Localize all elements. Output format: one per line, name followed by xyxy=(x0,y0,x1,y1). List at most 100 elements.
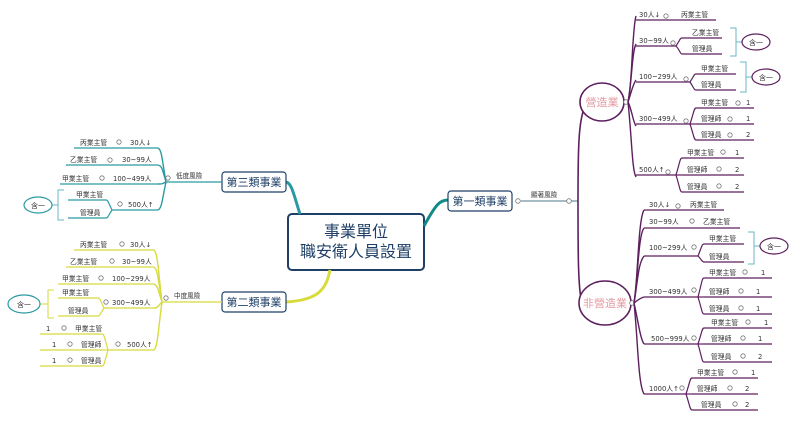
svg-text:30人↓: 30人↓ xyxy=(130,139,151,147)
svg-text:30人↓: 30人↓ xyxy=(639,11,660,19)
nm-row-30-99: 30~99人 乙業主管 xyxy=(644,217,740,229)
svg-text:1: 1 xyxy=(46,325,50,333)
svg-text:1000人↑: 1000人↑ xyxy=(649,385,679,393)
cat3-risk-dot[interactable] xyxy=(165,175,171,181)
svg-text:管理員: 管理員 xyxy=(68,306,89,315)
svg-text:1: 1 xyxy=(52,341,56,349)
svg-text:30~99人: 30~99人 xyxy=(649,218,679,226)
svg-text:管理員: 管理員 xyxy=(709,304,730,313)
svg-text:管理師: 管理師 xyxy=(81,340,102,349)
svg-text:100~299人: 100~299人 xyxy=(639,73,678,81)
nm-row-300-499: 300~499人 甲業主管 管理師 管理員 1 1 1 xyxy=(644,268,772,315)
svg-text:1: 1 xyxy=(761,269,765,277)
cat1-risk-label: 顯著風險 xyxy=(531,190,558,199)
nm-row-30: 30人↓ 丙業主管 xyxy=(644,200,724,211)
svg-text:100~499人: 100~499人 xyxy=(113,175,152,183)
svg-text:甲業主管: 甲業主管 xyxy=(697,368,724,377)
c3-row-30-99: 乙業主管 30~99人 xyxy=(66,155,158,166)
nm-100-299-note xyxy=(759,237,789,255)
svg-text:甲業主管: 甲業主管 xyxy=(701,64,728,73)
cat2-branch: 第二類事業 中度風險 xyxy=(153,249,332,351)
svg-text:乙業主管: 乙業主管 xyxy=(70,257,97,266)
svg-text:管理師: 管理師 xyxy=(701,114,722,123)
cat2-risk-dot[interactable] xyxy=(163,295,169,301)
svg-text:丙業主管: 丙業主管 xyxy=(681,10,708,19)
cat2-risk-label: 中度風險 xyxy=(174,291,201,300)
m-row-100-299: 100~299人 甲業主管 管理員 含一 xyxy=(636,61,781,93)
manufacturing-label: 營造業 xyxy=(586,95,619,109)
svg-text:乙業主管: 乙業主管 xyxy=(703,217,730,226)
c2-300-499-note xyxy=(7,294,41,314)
svg-text:300~499人: 300~499人 xyxy=(639,115,678,123)
svg-text:300~499人: 300~499人 xyxy=(649,288,688,296)
svg-text:1: 1 xyxy=(746,99,750,107)
svg-text:含一: 含一 xyxy=(17,300,31,309)
svg-text:300~499人: 300~499人 xyxy=(112,299,151,307)
cat1-node[interactable] xyxy=(447,190,513,212)
c3-row-500: 500人↑ 甲業主管 管理員 含一 xyxy=(23,189,158,221)
non-manufacturing-node[interactable]: 非營造業 xyxy=(578,280,632,326)
svg-text:丙業主管: 丙業主管 xyxy=(80,138,107,147)
m-row-30-99: 30~99人 乙業主管 管理員 含一 xyxy=(636,27,771,57)
nm-row-1000: 1000人↑ 甲業主管 管理師 管理員 1 2 2 xyxy=(644,368,758,411)
svg-text:甲業主管: 甲業主管 xyxy=(62,288,89,297)
svg-text:含一: 含一 xyxy=(759,73,773,82)
svg-text:丙業主管: 丙業主管 xyxy=(690,200,717,209)
svg-text:30人↓: 30人↓ xyxy=(130,241,151,249)
svg-text:500人↑: 500人↑ xyxy=(639,166,664,174)
svg-text:1: 1 xyxy=(52,357,56,365)
nm-row-500-999: 500~999人 甲業主管 管理師 管理員 1 1 2 xyxy=(644,318,772,363)
m-row-30: 30人↓ 丙業主管 xyxy=(636,10,716,21)
m-30-99-note xyxy=(741,33,771,51)
central-topic[interactable]: 事業單位 職安衛人員設置 xyxy=(287,213,425,271)
c3-500-note xyxy=(23,196,53,214)
svg-text:甲業主管: 甲業主管 xyxy=(701,98,728,107)
svg-text:2: 2 xyxy=(745,385,749,393)
svg-text:丙業主管: 丙業主管 xyxy=(80,240,107,249)
svg-text:2: 2 xyxy=(745,401,749,409)
svg-text:含一: 含一 xyxy=(749,38,763,47)
cat1-risk-dot[interactable] xyxy=(566,198,572,204)
svg-text:管理員: 管理員 xyxy=(701,400,722,409)
svg-text:1: 1 xyxy=(758,335,762,343)
cat1-collapse-dot[interactable] xyxy=(515,198,521,204)
svg-text:管理員: 管理員 xyxy=(80,208,101,217)
non-manufacturing-label: 非營造業 xyxy=(583,296,627,310)
svg-text:1: 1 xyxy=(756,288,760,296)
cat3-label: 第三類事業 xyxy=(227,175,282,189)
svg-text:100~299人: 100~299人 xyxy=(112,275,151,283)
svg-text:1: 1 xyxy=(746,115,750,123)
svg-text:1: 1 xyxy=(756,305,760,313)
svg-text:1: 1 xyxy=(751,369,755,377)
svg-text:500人↑: 500人↑ xyxy=(127,341,152,349)
svg-text:管理員: 管理員 xyxy=(692,44,713,53)
svg-text:500~999人: 500~999人 xyxy=(651,335,690,343)
svg-text:甲業主管: 甲業主管 xyxy=(687,148,714,157)
central-title-line1: 事業單位 xyxy=(324,222,388,241)
svg-text:管理員: 管理員 xyxy=(701,80,722,89)
m-row-500: 500人↑ 甲業主管 管理師 管理員 1 2 2 xyxy=(636,148,744,193)
svg-text:管理員: 管理員 xyxy=(81,356,102,365)
svg-text:含一: 含一 xyxy=(31,201,45,210)
c3-row-100-499: 甲業主管 100~499人 xyxy=(60,174,158,185)
c2-row-500: 500人↑ 1 1 1 甲業主管 管理師 管理員 xyxy=(40,324,154,367)
cat1-label: 第一類事業 xyxy=(453,194,508,208)
cat3-branch: 第三類事業 低度風險 xyxy=(157,147,302,215)
svg-text:管理師: 管理師 xyxy=(711,334,732,343)
svg-text:30~99人: 30~99人 xyxy=(639,37,669,45)
svg-text:乙業主管: 乙業主管 xyxy=(692,28,719,37)
cat1-branch: 第一類事業 顯著風險 xyxy=(422,101,589,304)
svg-text:2: 2 xyxy=(735,183,739,191)
svg-text:甲業主管: 甲業主管 xyxy=(711,318,738,327)
manufacturing-node[interactable]: 營造業 xyxy=(579,82,625,122)
svg-text:甲業主管: 甲業主管 xyxy=(62,274,89,283)
svg-text:管理員: 管理員 xyxy=(711,352,732,361)
svg-text:管理員: 管理員 xyxy=(701,130,722,139)
c3-row-30: 丙業主管 30人↓ xyxy=(74,138,158,149)
svg-text:500人↑: 500人↑ xyxy=(128,201,153,209)
c2-row-300-499: 300~499人 甲業主管 管理員 含一 xyxy=(7,288,154,319)
svg-text:30人↓: 30人↓ xyxy=(649,201,670,209)
nm-row-100-299: 100~299人 甲業主管 管理員 含一 xyxy=(644,231,789,265)
